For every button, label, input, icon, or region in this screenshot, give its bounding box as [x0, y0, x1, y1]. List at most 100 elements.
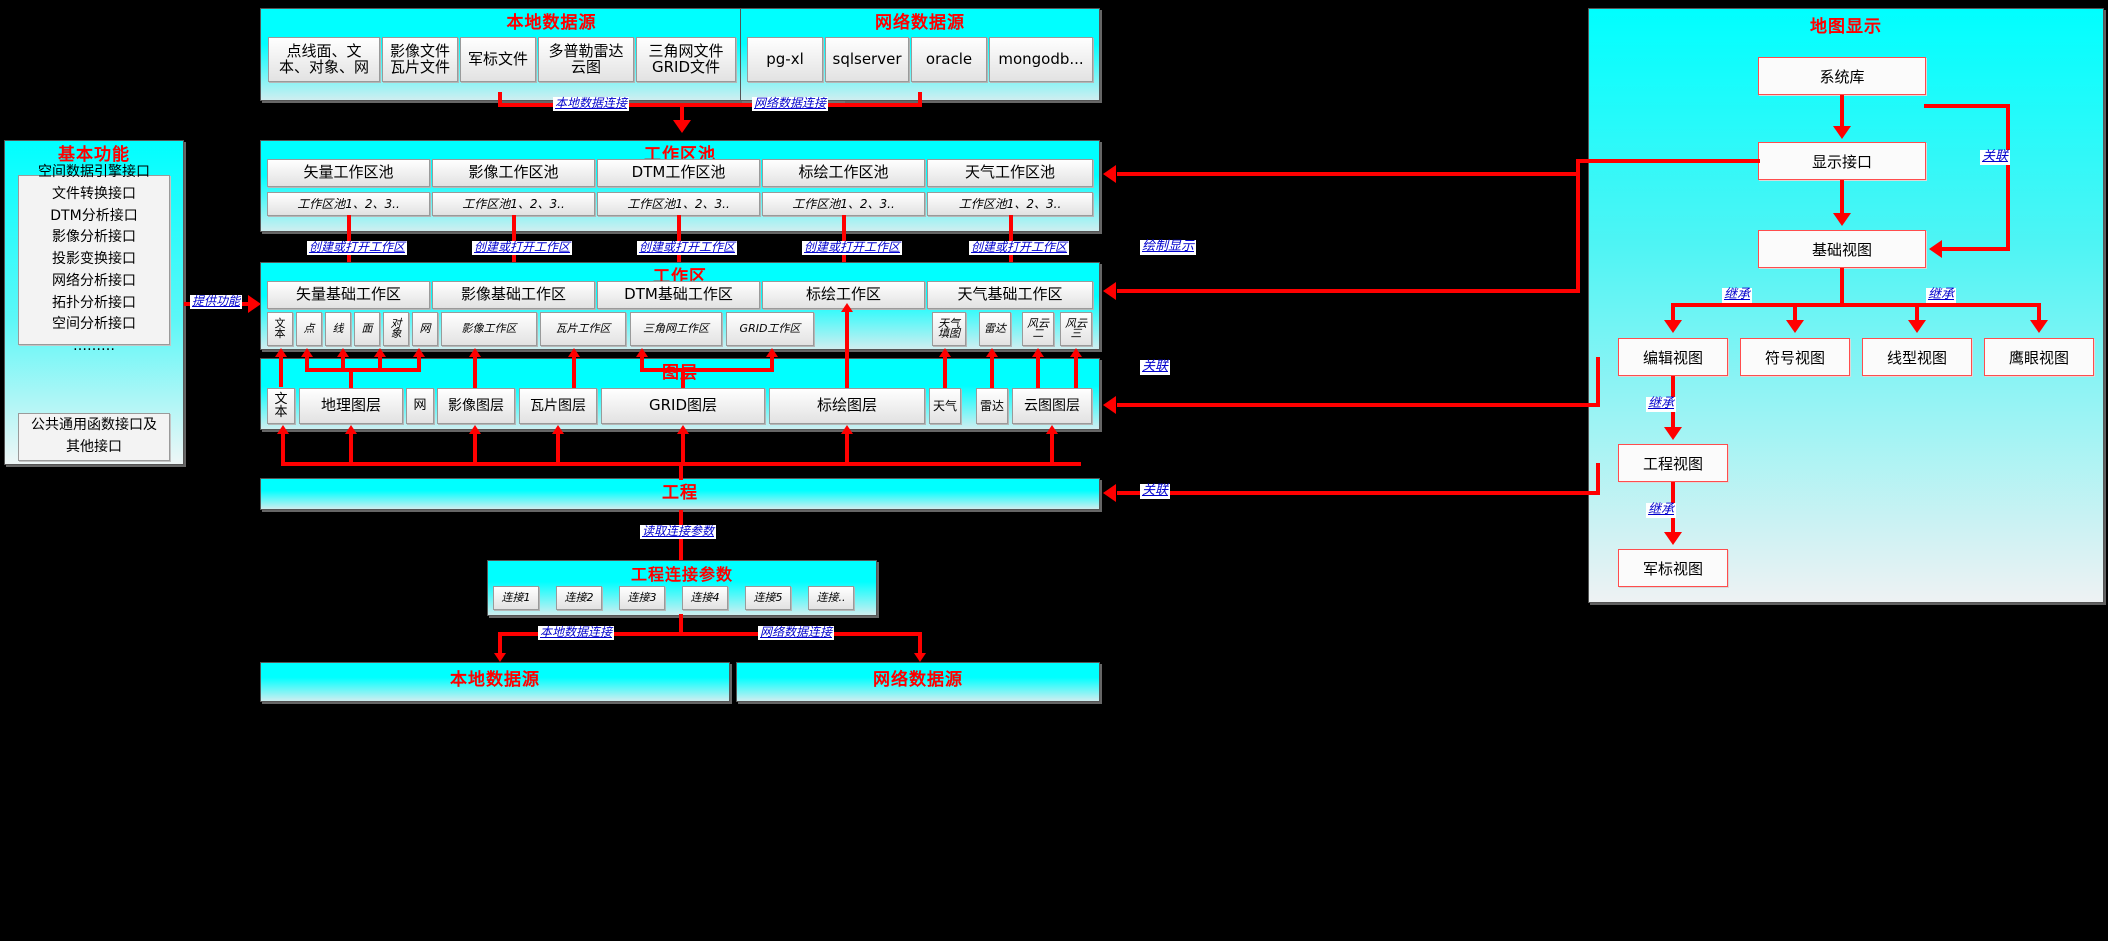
ws-weather-item-0[interactable]: 天气 填图	[932, 312, 966, 346]
workspace-pool-sub-2[interactable]: 工作区池1、2、3..	[597, 192, 760, 216]
ws-vector-item-3[interactable]: 面	[354, 312, 380, 346]
ws-weather-item-3[interactable]: 风云 三	[1060, 312, 1092, 346]
project-param-0[interactable]: 连接1	[493, 586, 539, 610]
ws-weather-item-1[interactable]: 雷达	[979, 312, 1011, 346]
military-view-box[interactable]: 军标视图	[1618, 549, 1728, 587]
ws-vector-item-5[interactable]: 网	[412, 312, 438, 346]
base-view-box[interactable]: 基础视图	[1758, 230, 1926, 268]
layer-item-5[interactable]: GRID图层	[601, 388, 765, 424]
arrow-left-project-relate-icon	[1103, 484, 1116, 502]
connector-fan-2	[1915, 303, 1919, 323]
project-param-1[interactable]: 连接2	[556, 586, 602, 610]
connector-local-to-pool-v	[498, 92, 502, 106]
ws-vector-item-0[interactable]: 文 本	[267, 312, 293, 346]
connector-params-net-v	[918, 632, 922, 656]
interface-item-0: 空间数据引擎接口	[38, 164, 150, 181]
arrow-up-layer-draw-icon	[841, 303, 853, 312]
arrow-up-layer-0-icon	[275, 348, 287, 357]
arrow-up-proj-2-icon	[469, 425, 481, 434]
edge-label-net-conn-bottom: 网络数据连接	[758, 625, 835, 640]
layer-item-4[interactable]: 瓦片图层	[519, 388, 597, 424]
net-source-item-3[interactable]: mongodb...	[989, 37, 1093, 82]
edge-label-relate-project: 关联	[1140, 483, 1171, 499]
arrow-down-display-base-icon	[1833, 213, 1851, 226]
ws-dtm-item-1[interactable]: GRID工作区	[726, 312, 814, 346]
layer-item-1[interactable]: 地理图层	[299, 388, 403, 424]
interface-item-3: 影像分析接口	[52, 229, 136, 246]
connector-layer-grid-h	[640, 368, 774, 372]
layer-item-2[interactable]: 网	[406, 388, 434, 424]
net-source-item-2[interactable]: oracle	[911, 37, 987, 82]
project-view-box[interactable]: 工程视图	[1618, 444, 1728, 482]
ws-vector-item-2[interactable]: 线	[325, 312, 351, 346]
connector-pool-ws-1	[512, 215, 516, 265]
net-source-item-1[interactable]: sqlserver	[825, 37, 909, 82]
view-box-3[interactable]: 鹰眼视图	[1984, 338, 2094, 376]
edge-label-read-conn-params: 读取连接参数	[640, 524, 717, 539]
workspace-pool-sub-1[interactable]: 工作区池1、2、3..	[432, 192, 595, 216]
connector-layer-draw-v	[845, 310, 849, 388]
layer-item-0[interactable]: 文 本	[267, 388, 295, 424]
arrow-up-layer-w0-icon	[939, 348, 951, 357]
edge-label-inherit-left: 继承	[1722, 287, 1753, 303]
local-source-item-4[interactable]: 三角网文件 GRID文件	[636, 37, 736, 82]
workspace-pool-col-1[interactable]: 影像工作区池	[432, 159, 595, 187]
connector-params-h	[498, 632, 922, 636]
connector-proj-up-3	[556, 432, 560, 464]
layer-item-7[interactable]: 天气	[929, 388, 961, 424]
workspace-pool-col-4[interactable]: 天气工作区池	[927, 159, 1093, 187]
ws-weather-item-2[interactable]: 风云 二	[1022, 312, 1054, 346]
arrow-up-layer-w1-icon	[986, 348, 998, 357]
view-box-0[interactable]: 编辑视图	[1618, 338, 1728, 376]
workspace-pool-sub-0[interactable]: 工作区池1、2、3..	[267, 192, 430, 216]
layer-item-9[interactable]: 云图图层	[1012, 388, 1092, 424]
connector-layer-grid-v	[681, 370, 685, 388]
ws-vector-item-1[interactable]: 点	[296, 312, 322, 346]
connector-relate-layers-h	[1117, 403, 1600, 407]
view-box-1[interactable]: 符号视图	[1740, 338, 1850, 376]
project-param-4[interactable]: 连接5	[745, 586, 791, 610]
arrow-down-project-view-icon	[1664, 427, 1682, 440]
layer-item-6[interactable]: 标绘图层	[769, 388, 925, 424]
ws-image-item-1[interactable]: 瓦片工作区	[540, 312, 626, 346]
arrow-right-provide-func-icon	[248, 295, 261, 313]
display-api-box[interactable]: 显示接口	[1758, 142, 1926, 180]
project-param-3[interactable]: 连接4	[682, 586, 728, 610]
project-param-2[interactable]: 连接3	[619, 586, 665, 610]
workspace-pool-sub-4[interactable]: 工作区池1、2、3..	[927, 192, 1093, 216]
sys-lib-box[interactable]: 系统库	[1758, 57, 1926, 95]
workspace-col-4[interactable]: 天气基础工作区	[927, 281, 1093, 309]
project-param-5[interactable]: 连接..	[808, 586, 854, 610]
connector-fan-1	[1793, 303, 1797, 323]
connector-layer-geo-b2	[378, 355, 382, 370]
layer-item-8[interactable]: 雷达	[976, 388, 1008, 424]
workspace-pool-col-3[interactable]: 标绘工作区池	[762, 159, 925, 187]
connector-draw-h-to-api	[1576, 159, 1760, 163]
connector-pool-ws-3	[842, 215, 846, 265]
connector-layer-img-v	[473, 355, 477, 388]
ws-vector-item-4[interactable]: 对 象	[383, 312, 409, 346]
connector-proj-up-5	[845, 432, 849, 464]
ws-image-item-0[interactable]: 影像工作区	[441, 312, 537, 346]
workspace-col-0[interactable]: 矢量基础工作区	[267, 281, 430, 309]
workspace-col-2[interactable]: DTM基础工作区	[597, 281, 760, 309]
arrow-up-layer-grid-0-icon	[636, 348, 648, 357]
workspace-pool-sub-3[interactable]: 工作区池1、2、3..	[762, 192, 925, 216]
connector-proj-stem	[679, 462, 683, 480]
ws-dtm-item-0[interactable]: 三角网工作区	[630, 312, 722, 346]
net-source-item-0[interactable]: pg-xl	[747, 37, 823, 82]
local-source-item-2[interactable]: 军标文件	[460, 37, 536, 82]
arrow-up-layer-grid-1-icon	[766, 348, 778, 357]
local-source-item-0[interactable]: 点线面、文 本、对象、网	[268, 37, 380, 82]
workspace-pool-col-0[interactable]: 矢量工作区池	[267, 159, 430, 187]
local-source-item-3[interactable]: 多普勒雷达 云图	[538, 37, 634, 82]
edge-label-net-conn-top: 网络数据连接	[752, 96, 829, 111]
basic-function-title: 基本功能	[58, 145, 130, 165]
view-box-2[interactable]: 线型视图	[1862, 338, 1972, 376]
workspace-col-1[interactable]: 影像基础工作区	[432, 281, 595, 309]
workspace-pool-col-2[interactable]: DTM工作区池	[597, 159, 760, 187]
arrow-down-local-bottom-icon	[494, 653, 506, 662]
arrow-up-proj-6-icon	[1046, 425, 1058, 434]
local-source-item-1[interactable]: 影像文件 瓦片文件	[382, 37, 458, 82]
layer-item-3[interactable]: 影像图层	[437, 388, 515, 424]
